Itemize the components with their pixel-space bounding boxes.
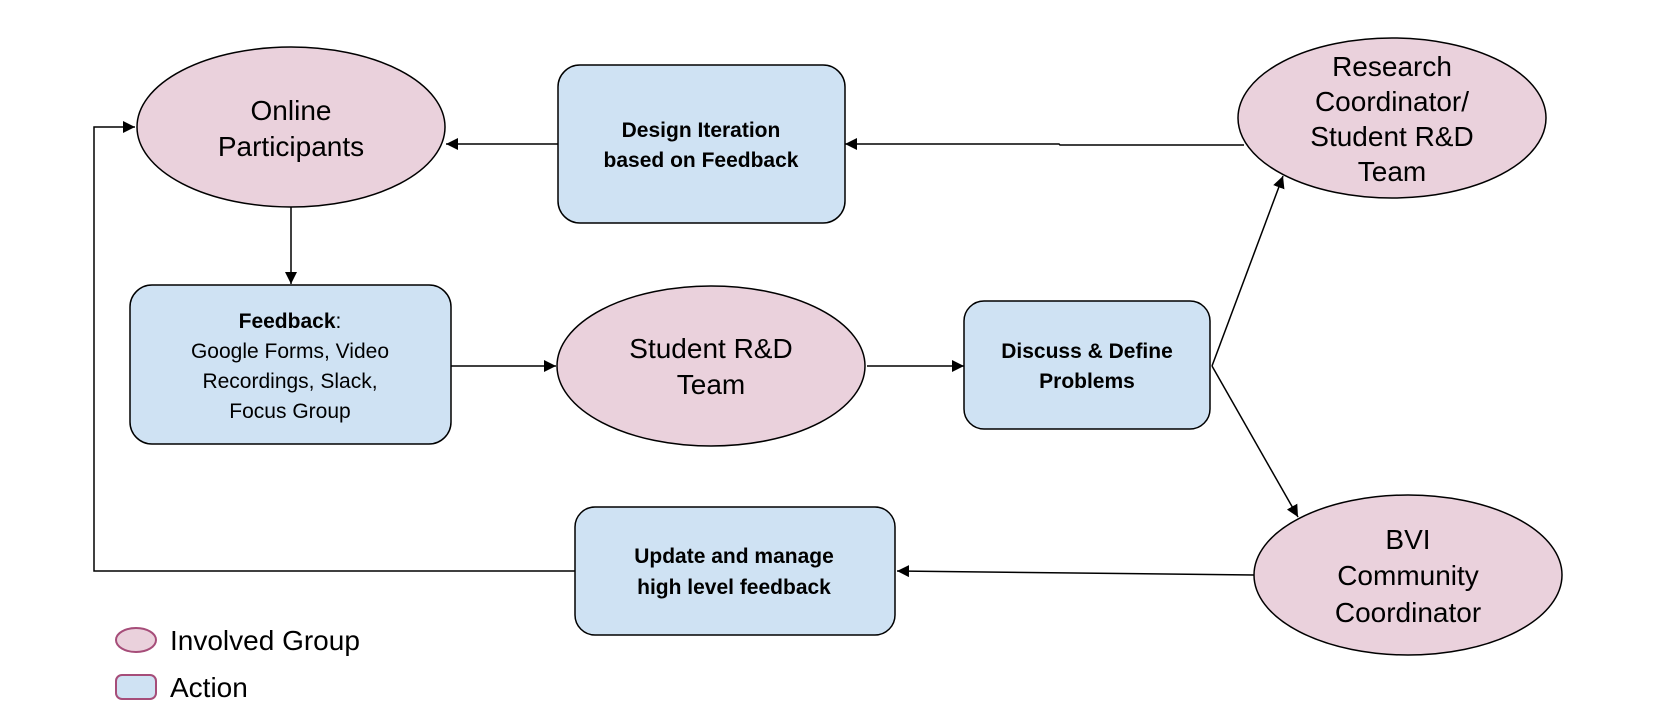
feedback-title-line: Feedback:	[239, 310, 342, 333]
student-team-line-2: Team	[677, 369, 745, 400]
edge-research-to-design	[845, 138, 1244, 150]
node-discuss-define: Discuss & Define Problems	[963, 300, 1211, 430]
design-iteration-line-2: based on Feedback	[604, 149, 799, 172]
online-participants-line-1: Online	[251, 95, 332, 126]
research-coordinator-line-4: Team	[1358, 156, 1426, 187]
student-team-shape	[556, 285, 866, 447]
research-coordinator-line-1: Research	[1332, 51, 1452, 82]
feedback-line-1: Google Forms, Video	[191, 340, 389, 363]
node-design-iteration: Design Iteration based on Feedback	[557, 64, 846, 224]
feedback-shape	[129, 284, 452, 445]
design-iteration-line-1: Design Iteration	[622, 119, 781, 142]
bvi-coordinator-line-1: BVI	[1385, 524, 1430, 555]
node-research-coordinator: Research Coordinator/ Student R&D Team	[1237, 37, 1547, 199]
edges	[93, 121, 1299, 578]
online-participants-shape	[136, 46, 446, 208]
legend-group-label: Involved Group	[170, 625, 360, 656]
online-participants-line-2: Participants	[218, 131, 364, 162]
edge-discuss-to-research	[1211, 175, 1285, 367]
research-coordinator-line-2: Coordinator/	[1315, 86, 1469, 117]
node-online-participants: Online Participants	[136, 46, 446, 208]
feedback-line-3: Focus Group	[229, 400, 350, 423]
update-manage-line-1: Update and manage	[634, 545, 834, 568]
legend-action-swatch	[115, 674, 157, 700]
node-feedback: Feedback: Google Forms, Video Recordings…	[129, 284, 452, 445]
bvi-coordinator-shape	[1253, 494, 1563, 656]
feedback-title-suffix: :	[336, 310, 342, 333]
discuss-define-line-2: Problems	[1039, 370, 1135, 393]
node-update-manage: Update and manage high level feedback	[574, 506, 896, 636]
update-manage-shape	[574, 506, 896, 636]
research-coordinator-shape	[1237, 37, 1547, 199]
feedback-line-2: Recordings, Slack,	[202, 370, 377, 393]
legend-group-swatch	[115, 627, 157, 653]
update-manage-line-2: high level feedback	[637, 576, 831, 599]
node-student-team: Student R&D Team	[556, 285, 866, 447]
legend-action-label: Action	[170, 672, 248, 703]
design-iteration-shape	[557, 64, 846, 224]
bvi-coordinator-line-3: Coordinator	[1335, 597, 1481, 628]
bvi-coordinator-line-2: Community	[1337, 560, 1479, 591]
edge-bvi-to-update	[896, 565, 1255, 578]
discuss-define-line-1: Discuss & Define	[1001, 340, 1173, 363]
feedback-title: Feedback	[239, 310, 336, 333]
research-coordinator-line-3: Student R&D	[1310, 121, 1473, 152]
node-bvi-coordinator: BVI Community Coordinator	[1253, 494, 1563, 656]
legend: Involved Group Action	[115, 625, 360, 703]
edge-update-to-online	[93, 121, 575, 572]
edge-discuss-to-bvi	[1211, 365, 1299, 518]
discuss-define-shape	[963, 300, 1211, 430]
student-team-line-1: Student R&D	[629, 333, 792, 364]
